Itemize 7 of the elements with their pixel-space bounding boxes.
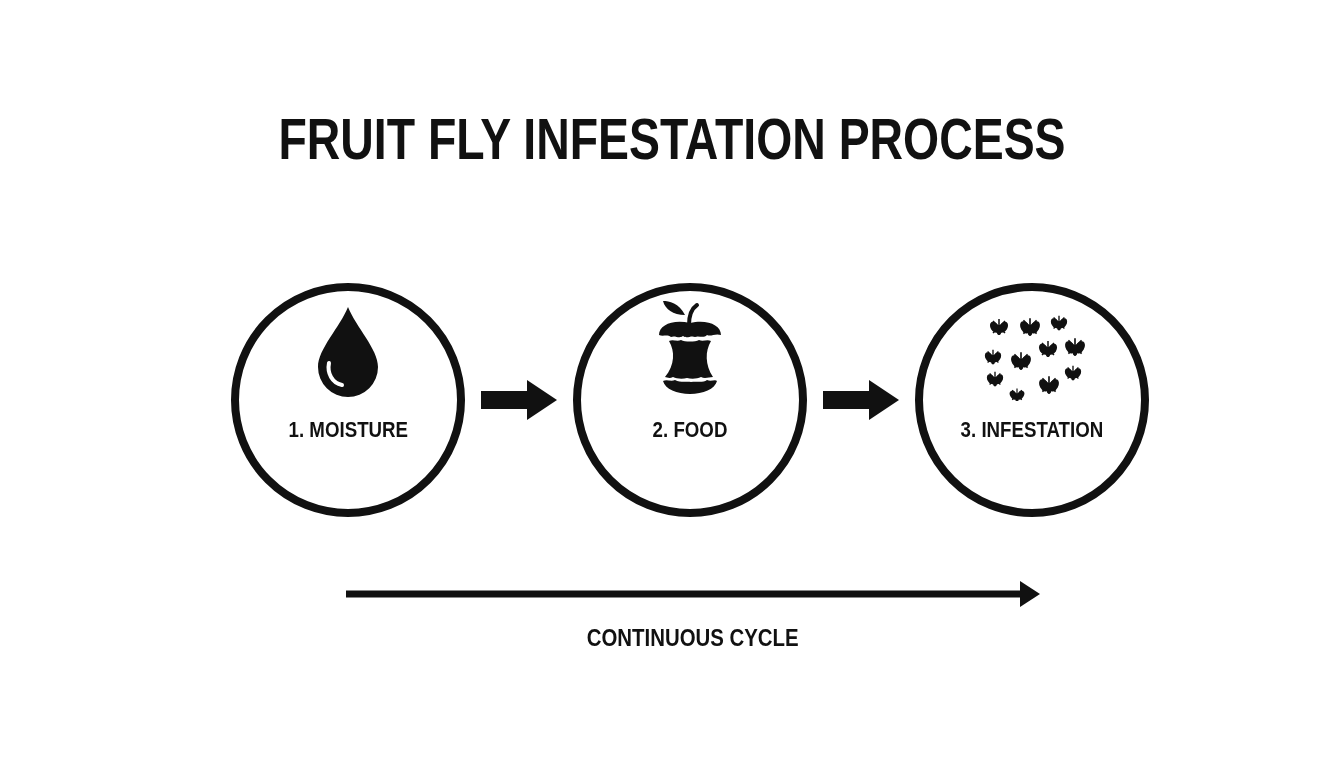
title: FRUIT FLY INFESTATION PROCESS — [278, 105, 1066, 172]
block-arrow — [823, 380, 899, 420]
step-label: 2. FOOD — [652, 417, 728, 443]
step-label: 3. INFESTATION — [960, 417, 1104, 443]
cycle-label: CONTINUOUS CYCLE — [586, 624, 799, 652]
step-label: 1. MOISTURE — [288, 417, 408, 443]
block-arrow — [481, 380, 557, 420]
